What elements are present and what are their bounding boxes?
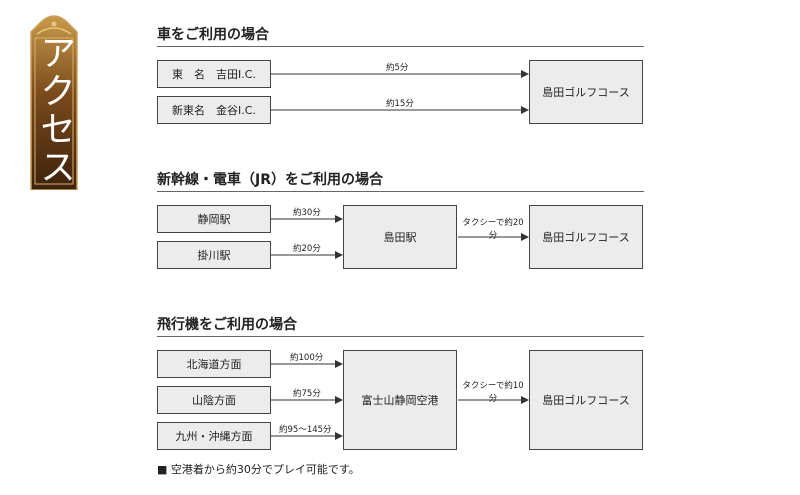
rail-origin-shizuoka: 静岡駅 bbox=[157, 205, 271, 233]
car-destination-box: 島田ゴルフコース bbox=[529, 60, 643, 124]
rail-section-title: 新幹線・電車（JR）をご利用の場合 bbox=[157, 172, 383, 188]
air-time-2: 約75分 bbox=[293, 389, 321, 399]
air-time-1: 約100分 bbox=[290, 353, 324, 363]
rail-transfer-line-1: タクシーで約20 bbox=[462, 218, 524, 228]
banner-title: アクセス bbox=[34, 34, 75, 186]
air-origin-hokkaido: 北海道方面 bbox=[157, 350, 271, 378]
car-time-1: 約5分 bbox=[386, 63, 409, 73]
air-section-rule bbox=[157, 336, 644, 337]
rail-time-1: 約30分 bbox=[293, 208, 321, 218]
air-origin-kyushu-okinawa: 九州・沖縄方面 bbox=[157, 422, 271, 450]
access-banner bbox=[30, 15, 78, 190]
air-section-title: 飛行機をご利用の場合 bbox=[157, 317, 297, 333]
air-transfer-line-1: タクシーで約10 bbox=[462, 381, 524, 391]
rail-hub-box: 島田駅 bbox=[343, 205, 457, 269]
air-origin-sanin: 山陰方面 bbox=[157, 386, 271, 414]
footnote: ■ 空港着から約30分でプレイ可能です。 bbox=[157, 463, 360, 476]
air-hub-box: 富士山静岡空港 bbox=[343, 350, 457, 450]
car-origin-tomei-yoshida: 東 名 吉田I.C. bbox=[157, 60, 271, 88]
air-transfer-line-2: 分 bbox=[488, 394, 498, 404]
car-section-rule bbox=[157, 46, 644, 47]
air-time-3: 約95〜145分 bbox=[279, 425, 332, 435]
air-transfer-label: タクシーで約10 分 bbox=[458, 380, 528, 406]
air-destination-box: 島田ゴルフコース bbox=[529, 350, 643, 450]
rail-section-rule bbox=[157, 191, 644, 192]
rail-transfer-line-2: 分 bbox=[488, 231, 498, 241]
rail-time-2: 約20分 bbox=[293, 244, 321, 254]
rail-origin-kakegawa: 掛川駅 bbox=[157, 241, 271, 269]
car-time-2: 約15分 bbox=[386, 99, 414, 109]
car-origin-shintomei-kanaya: 新東名 金谷I.C. bbox=[157, 96, 271, 124]
rail-transfer-label: タクシーで約20 分 bbox=[458, 217, 528, 243]
rail-destination-box: 島田ゴルフコース bbox=[529, 205, 643, 269]
car-section-title: 車をご利用の場合 bbox=[157, 27, 269, 43]
